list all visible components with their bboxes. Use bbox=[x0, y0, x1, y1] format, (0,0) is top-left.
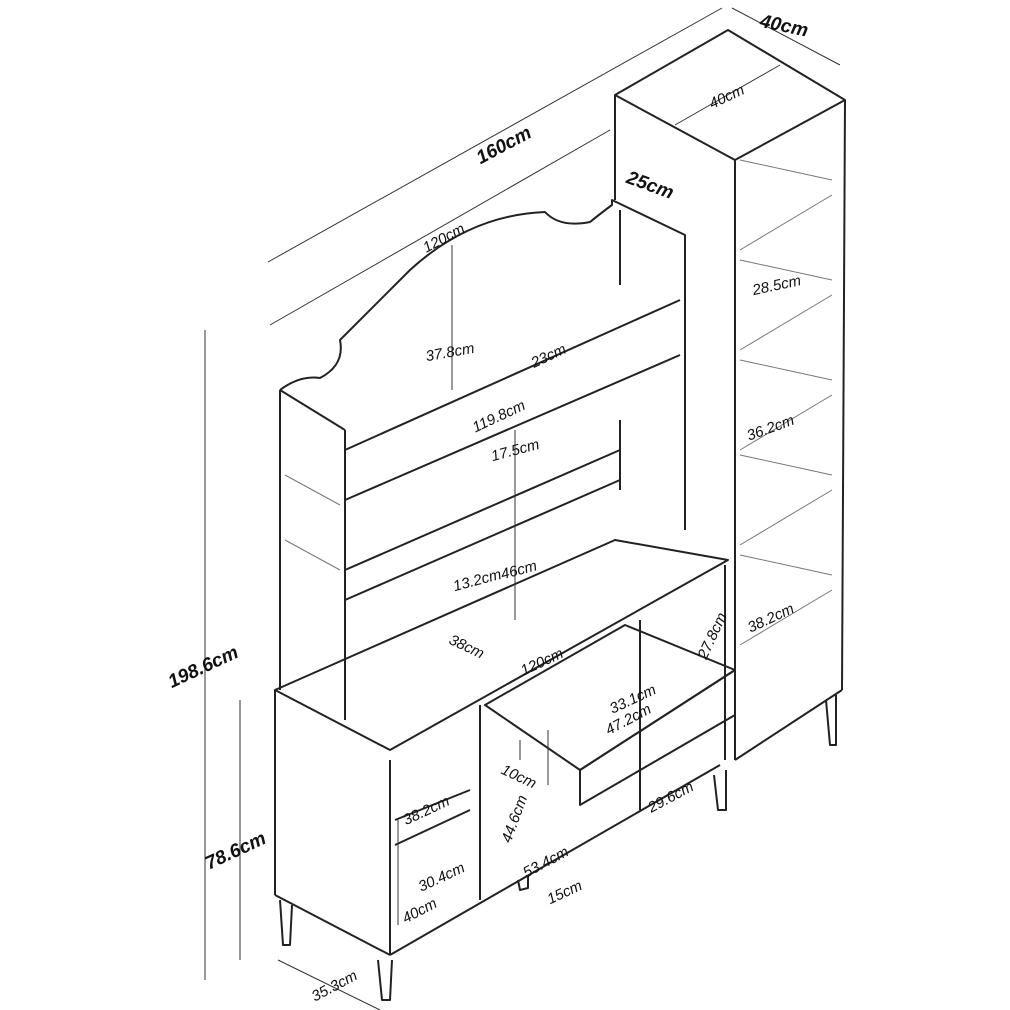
label-desk-width: 120cm bbox=[518, 645, 566, 679]
label-open-width: 53.4cm bbox=[520, 843, 571, 881]
label-hutch-gap-3: 46cm bbox=[499, 557, 539, 583]
label-leg-height: 15cm bbox=[544, 877, 584, 908]
label-overall-height: 198.6cm bbox=[165, 642, 242, 693]
label-tower-gap-2: 36.2cm bbox=[745, 412, 797, 445]
dimension-lines bbox=[204, 7, 841, 1010]
label-open-height: 44.6cm bbox=[498, 793, 531, 845]
tall-tower bbox=[614, 29, 846, 811]
label-hutch-depth: 25cm bbox=[623, 167, 677, 204]
label-leg-depth: 35.3cm bbox=[309, 967, 360, 1005]
label-tower-top-width: 40cm bbox=[707, 82, 747, 113]
label-tower-depth: 40cm bbox=[757, 11, 810, 42]
label-cabinet-shelf-gap: 30.4cm bbox=[416, 859, 468, 895]
label-tower-gap-1: 28.5cm bbox=[750, 272, 803, 299]
label-cabinet-height: 78.6cm bbox=[202, 828, 269, 874]
label-drawer-height: 10cm bbox=[498, 761, 538, 792]
label-drawer-side-width: 29.6cm bbox=[644, 778, 696, 817]
hutch bbox=[279, 199, 686, 720]
lower-cabinet bbox=[274, 539, 736, 1001]
label-desk-depth: 38cm bbox=[446, 631, 486, 662]
label-cabinet-shelf-depth: 38.2cm bbox=[401, 793, 453, 829]
label-tower-shelf-depth: 38.2cm bbox=[745, 600, 797, 636]
label-hutch-shelf-width: 119.8cm bbox=[470, 397, 528, 436]
label-arch-height: 37.8cm bbox=[424, 340, 475, 365]
label-hutch-shelf-depth: 23cm bbox=[528, 341, 569, 372]
label-hutch-gap-2: 13.2cm bbox=[451, 566, 503, 595]
label-cabinet-side-depth: 40cm bbox=[400, 895, 440, 927]
